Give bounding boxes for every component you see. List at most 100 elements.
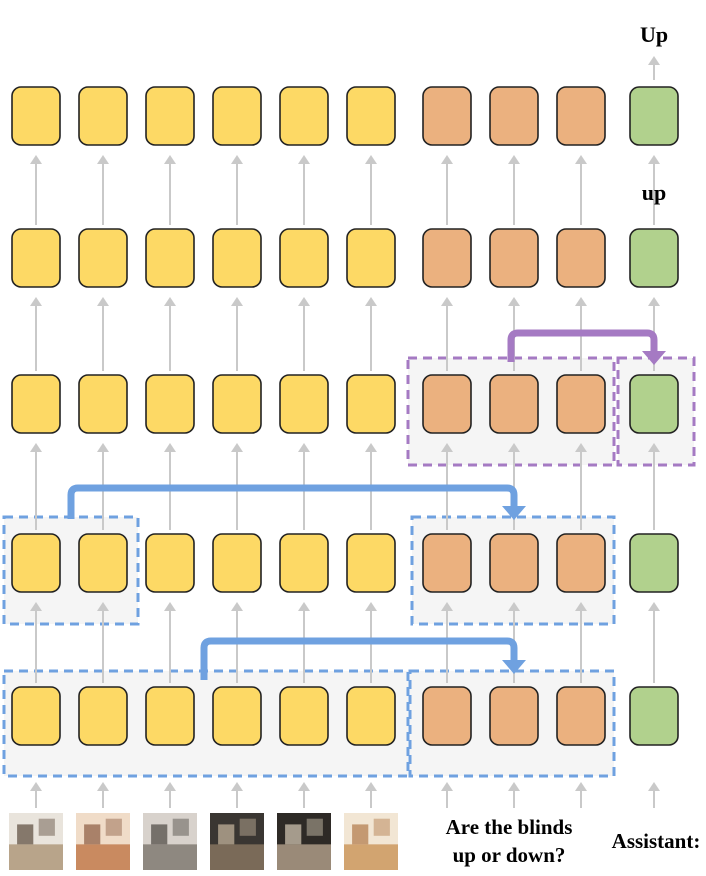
layer-arrow-head <box>298 602 310 611</box>
image-token-box <box>212 533 262 593</box>
image-token-box <box>279 686 329 746</box>
question-label-line1: Are the blinds <box>446 815 573 839</box>
layer-arrow-head <box>575 297 587 306</box>
input-arrow-head <box>97 782 109 791</box>
layer-arrow-head <box>648 602 660 611</box>
layer-arrow-head <box>365 443 377 452</box>
thumb-floor <box>344 844 398 870</box>
image-token-box <box>346 228 396 288</box>
thumb-floor <box>210 844 264 870</box>
purple-attention-route-head <box>642 351 666 365</box>
question-token-box <box>422 374 472 434</box>
blue-source-group-layer1 <box>2 669 410 778</box>
input-arrow-head <box>648 782 660 791</box>
layer-arrow-head <box>441 602 453 611</box>
attention-routes <box>67 329 666 680</box>
assistant-token-box <box>629 374 679 434</box>
question-token-box <box>422 228 472 288</box>
curtains-room-thumbnail <box>76 813 130 870</box>
layer-arrow-head <box>164 297 176 306</box>
question-token-box <box>489 533 539 593</box>
assistant-token-box <box>629 686 679 746</box>
bar-stools-thumbnail <box>210 813 264 870</box>
layer-arrow-head <box>97 297 109 306</box>
blue-attention-route-layer1 <box>200 637 518 680</box>
thumb-furniture <box>352 824 369 845</box>
input-arrow-head <box>365 782 377 791</box>
thumb-furniture <box>285 824 302 845</box>
layer-arrow-head <box>30 155 42 164</box>
thumb-furniture <box>218 824 235 845</box>
thumb-floor <box>9 844 63 870</box>
layer-arrow-head <box>298 297 310 306</box>
image-token-box <box>346 686 396 746</box>
question-token-box <box>489 228 539 288</box>
layer-arrow-head <box>97 443 109 452</box>
layer-arrow-head <box>441 297 453 306</box>
layer-arrow-head <box>164 602 176 611</box>
thumb-floor <box>143 844 197 870</box>
image-token-box <box>279 228 329 288</box>
image-token-box <box>11 374 61 434</box>
blue-attention-route-layer2-head <box>502 506 526 520</box>
question-token-box <box>556 374 606 434</box>
layer-arrow-head <box>575 443 587 452</box>
image-token-box <box>212 86 262 146</box>
token-grid <box>11 86 679 746</box>
question-token-box <box>422 686 472 746</box>
output-label-mid: up <box>642 180 666 205</box>
question-token-box <box>422 533 472 593</box>
layer-arrow-head <box>508 297 520 306</box>
layer-arrow-head <box>30 602 42 611</box>
question-token-box <box>556 533 606 593</box>
image-token-box <box>212 228 262 288</box>
blue-attention-route-layer1-head <box>502 660 526 674</box>
input-arrow-head <box>508 782 520 791</box>
question-token-box <box>422 86 472 146</box>
layer-arrow-head <box>365 297 377 306</box>
image-token-box <box>78 686 128 746</box>
assistant-token-box <box>629 533 679 593</box>
wooden-chairs-thumbnail <box>344 813 398 870</box>
image-token-box <box>346 374 396 434</box>
image-token-box <box>279 533 329 593</box>
image-token-box <box>78 228 128 288</box>
kitchen-island-thumbnail <box>143 813 197 870</box>
image-token-box <box>11 86 61 146</box>
thumb-floor <box>277 844 331 870</box>
image-token-box <box>212 374 262 434</box>
question-label-line2: up or down? <box>453 843 566 867</box>
layer-arrow-head <box>648 155 660 164</box>
thumb-furniture <box>151 824 168 845</box>
purple-attention-route <box>507 329 658 362</box>
layer-arrow-head <box>508 443 520 452</box>
image-token-box <box>145 374 195 434</box>
layer-arrow-head <box>575 155 587 164</box>
layer-arrow-head <box>365 155 377 164</box>
image-token-box <box>78 533 128 593</box>
assistant-token-box <box>629 86 679 146</box>
layer-arrow-head <box>30 297 42 306</box>
thumb-window <box>172 818 189 836</box>
layer-arrow-head <box>30 443 42 452</box>
image-token-box <box>11 686 61 746</box>
question-token-box <box>556 86 606 146</box>
image-token-box <box>279 374 329 434</box>
input-arrow-head <box>441 782 453 791</box>
image-token-box <box>212 686 262 746</box>
thumb-window <box>239 818 256 836</box>
image-token-box <box>145 228 195 288</box>
layer-arrow-head <box>508 602 520 611</box>
input-arrow-head <box>298 782 310 791</box>
thumb-floor <box>76 844 130 870</box>
layer-arrow-head <box>648 443 660 452</box>
image-thumbnails <box>9 813 398 870</box>
image-token-box <box>346 533 396 593</box>
question-token-box <box>556 228 606 288</box>
assistant-token-box <box>629 228 679 288</box>
blue-attention-route-layer2 <box>67 484 518 519</box>
assistant-label: Assistant: <box>612 829 701 853</box>
kitchen-counter-thumbnail <box>277 813 331 870</box>
thumb-window <box>105 818 122 836</box>
layer-arrow-head <box>164 155 176 164</box>
